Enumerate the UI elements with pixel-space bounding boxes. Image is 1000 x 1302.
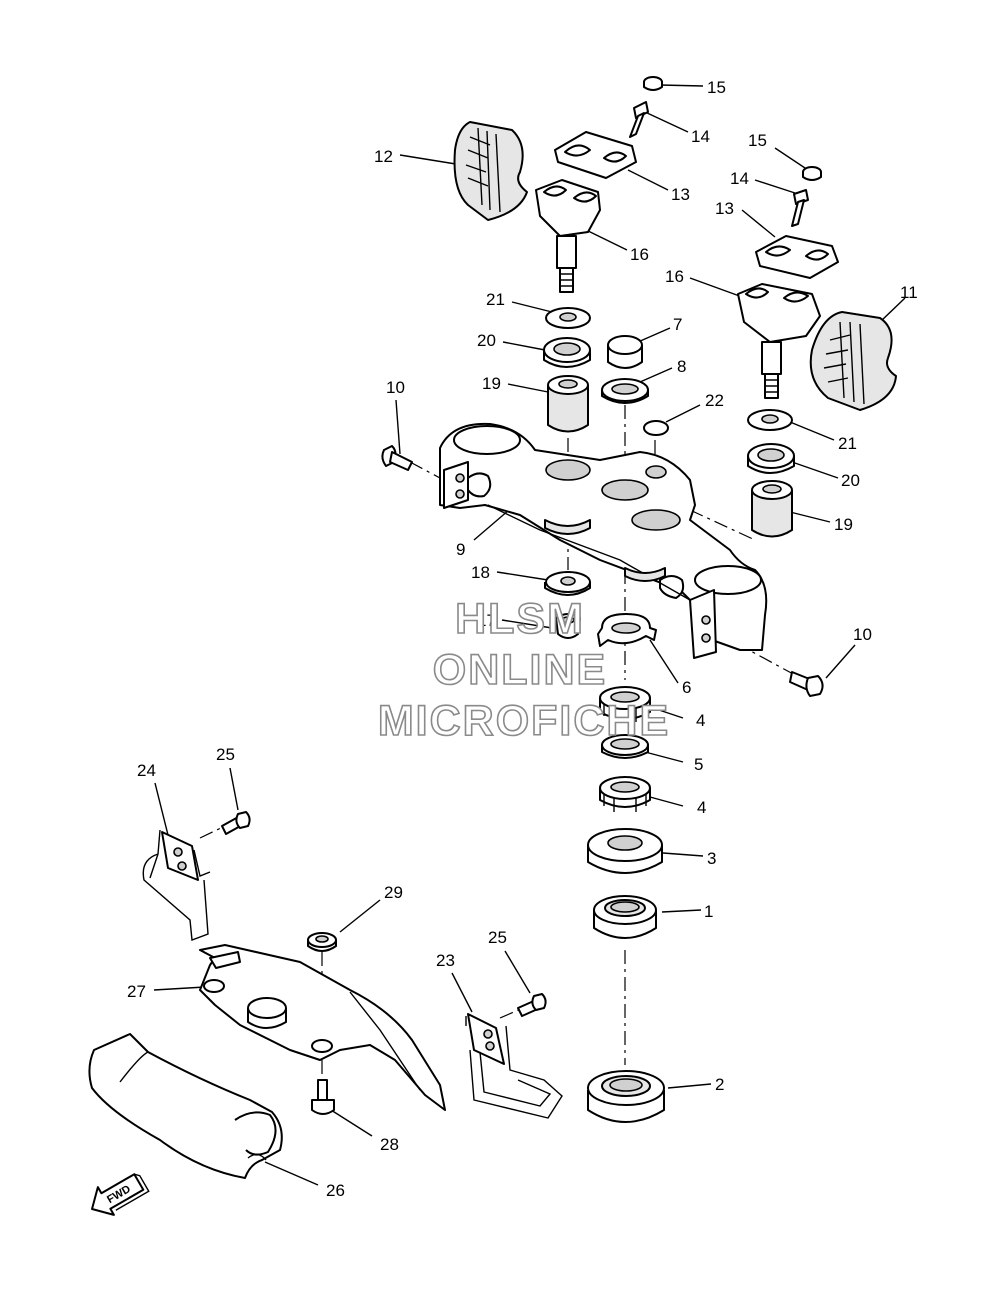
label-part-22: 22 [705, 391, 724, 410]
label-part-16-left: 16 [630, 245, 649, 264]
washer-21-left [545, 307, 591, 329]
bolt-17 [555, 613, 581, 639]
bolt-14-right [791, 189, 809, 227]
cap-15-right [802, 166, 822, 181]
upper-holder-13-right [755, 235, 839, 279]
label-part-21-right: 21 [838, 434, 857, 453]
label-part-29: 29 [384, 883, 403, 902]
label-part-14-right: 14 [730, 169, 749, 188]
cap-22 [643, 420, 669, 436]
watermark-line-2: ONLINE [433, 646, 607, 694]
label-part-1: 1 [704, 902, 713, 921]
forward-arrow-icon: FWD [91, 1173, 150, 1216]
upper-holder-13-left [554, 131, 637, 179]
bolt-14-left [629, 101, 649, 138]
label-part-13-left: 13 [671, 185, 690, 204]
label-part-10-right: 10 [853, 625, 872, 644]
washer-18 [544, 571, 591, 596]
label-part-15-left: 15 [707, 78, 726, 97]
handlebar-cover-11 [809, 311, 897, 411]
label-part-24: 24 [137, 761, 156, 780]
upper-bracket-9 [439, 422, 768, 659]
bolt-25-left [221, 811, 251, 835]
lower-holder-16-left [535, 179, 601, 293]
bearing-1 [593, 895, 657, 939]
label-part-26: 26 [326, 1181, 345, 1200]
label-part-3: 3 [707, 849, 716, 868]
handlebar-cover-12 [453, 121, 528, 221]
label-part-10-left: 10 [386, 378, 405, 397]
cap-15-left [643, 76, 663, 91]
bolt-10-right [789, 671, 824, 697]
seal-cover-3 [587, 828, 663, 874]
label-part-21-left: 21 [486, 290, 505, 309]
label-part-15-right: 15 [748, 131, 767, 150]
label-part-2: 2 [715, 1075, 724, 1094]
collar-20-right [747, 443, 795, 474]
label-part-20-left: 20 [477, 331, 496, 350]
label-part-5: 5 [694, 755, 703, 774]
lower-holder-16-right [737, 283, 821, 399]
leader-lines [153, 84, 906, 1186]
label-part-8: 8 [677, 357, 686, 376]
crown-nut-7 [607, 335, 643, 369]
label-part-20-right: 20 [841, 471, 860, 490]
part-number-labels: 15 14 13 12 16 15 14 13 16 11 21 20 19 7… [127, 78, 918, 1200]
label-part-13-right: 13 [715, 199, 734, 218]
ring-nut-4-lower [599, 776, 651, 812]
cover-plate-27 [199, 944, 446, 1111]
label-part-17: 17 [477, 611, 496, 630]
watermark-line-3: MICROFICHE [378, 697, 670, 745]
label-part-28: 28 [380, 1135, 399, 1154]
label-part-25-right: 25 [488, 928, 507, 947]
cover-26 [88, 1033, 283, 1179]
bracket-23 [465, 1013, 563, 1119]
label-part-14-left: 14 [691, 127, 710, 146]
label-part-11: 11 [900, 283, 918, 302]
ring-nut-4-upper [599, 686, 651, 722]
washer-21-right [747, 409, 793, 431]
label-part-19-right: 19 [834, 515, 853, 534]
damper-19-right [751, 480, 793, 538]
label-part-7: 7 [673, 315, 682, 334]
washer-5 [601, 734, 649, 759]
label-part-18: 18 [471, 563, 490, 582]
label-part-27: 27 [127, 982, 146, 1001]
label-part-16-right: 16 [665, 267, 684, 286]
bearing-2 [587, 1070, 665, 1123]
label-part-4-upper: 4 [696, 711, 705, 730]
label-part-4-lower: 4 [697, 798, 706, 817]
bolt-25-right [517, 993, 547, 1017]
damper-19-left [547, 375, 589, 433]
watermark: HLSM ONLINE MICROFICHE [377, 594, 670, 746]
grommet-29 [307, 932, 337, 952]
collar-20-left [543, 337, 591, 368]
label-part-23: 23 [436, 951, 455, 970]
label-part-25-left: 25 [216, 745, 235, 764]
label-part-9: 9 [456, 540, 465, 559]
washer-8 [601, 378, 649, 404]
bracket-24 [142, 829, 211, 941]
label-part-19-left: 19 [482, 374, 501, 393]
bolt-10-left [381, 445, 413, 471]
label-part-12: 12 [374, 147, 393, 166]
watermark-line-1: HLSM [455, 595, 585, 643]
label-part-6: 6 [682, 678, 691, 697]
bolt-28 [311, 1079, 335, 1115]
lock-washer-6 [597, 613, 657, 647]
